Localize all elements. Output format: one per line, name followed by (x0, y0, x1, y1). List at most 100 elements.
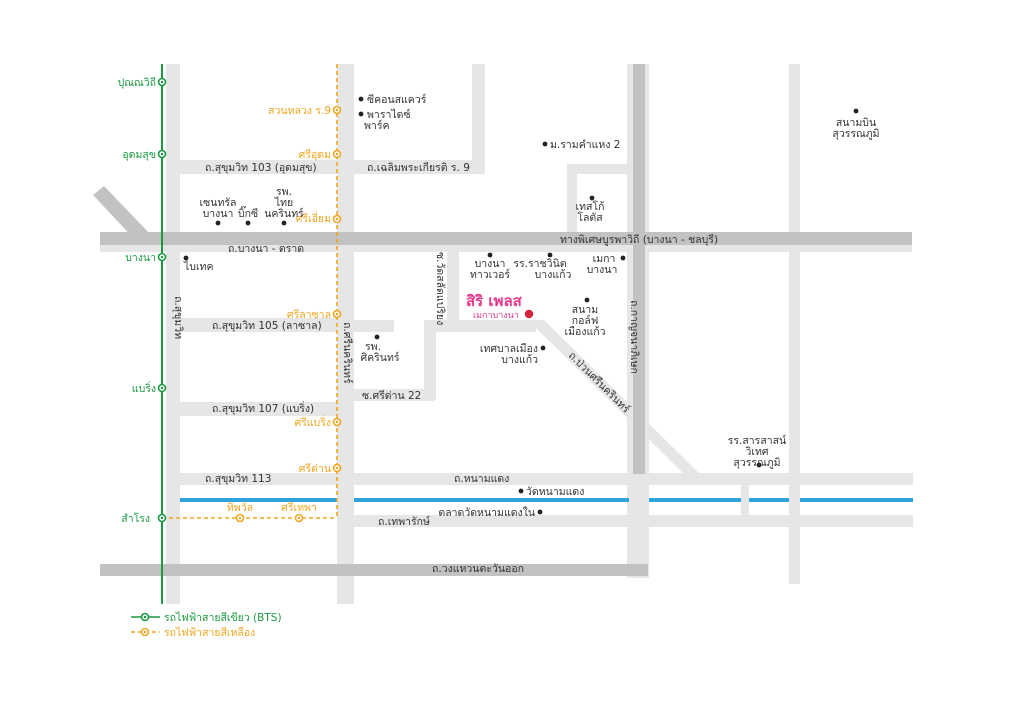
legend: รถไฟฟ้าสายสีเขียว (BTS) รถไฟฟ้าสายสีเหลื… (131, 611, 282, 639)
svg-text:ทาวเวอร์: ทาวเวอร์ (470, 268, 511, 281)
svg-text:บางแก้ว: บางแก้ว (535, 269, 572, 281)
svg-text:รร.สารสาสน์: รร.สารสาสน์ (728, 434, 787, 447)
yellow-station-si-iam: ศรีเอี่ยม (296, 211, 342, 225)
road-tesco-vertical (567, 164, 577, 232)
project-marker: สิริ เพลส เมกาบางนา (466, 292, 534, 321)
svg-text:ซีคอนสแควร์: ซีคอนสแควร์ (367, 93, 427, 106)
poi-paradise-park: พาราไดซ์ พาร์ค (358, 108, 411, 132)
svg-text:สุวรรณภูมิ: สุวรรณภูมิ (832, 128, 879, 140)
poi-mega-bangna: เมกา บางนา (587, 253, 626, 276)
yellow-station-si-dan: ศรีด่าน (299, 462, 342, 475)
road-soi-105 (180, 318, 337, 332)
svg-text:พาราไดซ์: พาราไดซ์ (367, 108, 411, 121)
bts-station-label: อุดมสุข (122, 149, 156, 161)
svg-text:ศิครินทร์: ศิครินทร์ (360, 351, 399, 364)
svg-text:โลตัส: โลตัส (577, 211, 603, 224)
poi-wat-nam-daeng: วัดหนามแดง (518, 486, 584, 498)
road-label-bangna-trat: ถ.บางนา - ตราด (228, 243, 304, 255)
canal-segment (649, 498, 741, 502)
legend-bts-label: รถไฟฟ้าสายสีเขียว (BTS) (164, 611, 282, 624)
road-label-sridan-22: ซ.ศรีด่าน 22 (362, 389, 421, 402)
road-label-srinakarin: ถ.ศรีนครินทร์ (341, 322, 354, 384)
yellow-station-label: ศรีเอี่ยม (296, 211, 331, 225)
road-label-soi-107: ถ.สุขุมวิท 107 (แบริ่ง) (212, 401, 314, 415)
project-location-pin (524, 309, 534, 319)
canal-segment (354, 498, 629, 502)
poi-sikarin-hospital: รพ. ศิครินทร์ (360, 334, 400, 364)
yellow-station-label: ศรีอุดม (299, 148, 331, 161)
svg-text:วิเทศ: วิเทศ (745, 446, 769, 458)
road-sridan-22 (354, 389, 434, 401)
yellow-line (162, 64, 338, 519)
road-srinakarin-vertical (337, 64, 354, 604)
bts-station-punnawithi: ปุณณวิถี (118, 76, 167, 89)
project-subtitle: เมกาบางนา (473, 311, 519, 321)
svg-text:ม.รามคำแหง 2: ม.รามคำแหง 2 (550, 139, 620, 151)
svg-text:เทศบาลเมือง: เทศบาลเมือง (480, 342, 538, 355)
legend-bts: รถไฟฟ้าสายสีเขียว (BTS) (131, 611, 282, 624)
road-label-expressway: ทางพิเศษบูรพาวิถี (บางนา - ชลบุรี) (560, 233, 718, 246)
road-expressway (100, 232, 912, 245)
poi-bitec: ไบเทค (183, 255, 213, 273)
svg-text:ตลาดวัดหนามแดงใน: ตลาดวัดหนามแดงใน (438, 506, 535, 519)
poi-ramkhamhaeng: ม.รามคำแหง 2 (542, 139, 620, 151)
svg-text:บางนา: บางนา (475, 258, 506, 270)
road-puan-srinakarin (528, 320, 700, 474)
major-roads (93, 64, 912, 576)
yellow-station-label: สวนหลวง ร.9 (268, 105, 331, 117)
poi-seacon-square: ซีคอนสแควร์ (358, 93, 427, 106)
yellow-station-suan-luang: สวนหลวง ร.9 (268, 105, 342, 117)
svg-text:วัดหนามแดง: วัดหนามแดง (526, 486, 584, 498)
svg-text:รพ.: รพ. (365, 341, 381, 353)
project-name: สิริ เพลส (466, 292, 523, 310)
road-label-nam-daeng: ถ.หนามแดง (454, 473, 509, 485)
yellow-stations: สวนหลวง ร.9 ศรีอุดม ศรีเอี่ยม ศรีลาซาล ศ… (227, 105, 342, 523)
svg-text:สนาม: สนาม (572, 304, 598, 316)
bts-station-label: สำโรง (121, 512, 150, 525)
road-chaloem (354, 160, 485, 174)
road-east-vertical (789, 64, 800, 584)
svg-text:กอล์ฟ: กอล์ฟ (572, 314, 599, 327)
poi-sarasas-school: รร.สารสาสน์ วิเทศ สุวรรณภูมิ (728, 434, 787, 469)
svg-text:สุวรรณภูมิ: สุวรรณภูมิ (733, 457, 780, 469)
yellow-station-label: ศรีด่าน (299, 462, 331, 475)
poi-airport: สนามบิน สุวรรณภูมิ (832, 108, 880, 140)
road-soi-105-east (354, 320, 394, 332)
canal-segment (180, 498, 337, 502)
svg-text:รร.ราชวินิต: รร.ราชวินิต (513, 258, 566, 270)
svg-text:พาร์ค: พาร์ค (364, 119, 389, 132)
road-expressway-ramp (93, 186, 152, 243)
road-wat-salud-lower (424, 320, 436, 400)
svg-text:เซนทรัล: เซนทรัล (200, 197, 237, 209)
road-label-sukhumvit: ถ.สุขุมวิท (172, 296, 184, 339)
svg-text:บางแก้ว: บางแก้ว (501, 354, 538, 366)
svg-text:เมืองแก้ว: เมืองแก้ว (565, 325, 606, 338)
yellow-station-si-bearing: ศรีแบริ่ง (294, 415, 342, 429)
bts-station-label: บางนา (125, 252, 156, 264)
poi-bangna-tower: บางนา ทาวเวอร์ (470, 252, 511, 281)
bts-station-label: ปุณณวิถี (118, 76, 156, 89)
poi-central-bangna: เซนทรัล บางนา (200, 197, 237, 226)
road-label-theparak: ถ.เทพารักษ์ (378, 515, 430, 528)
road-tesco-horizontal (567, 164, 633, 174)
yellow-station-thipphawan: ทิพวัล (227, 502, 253, 523)
poi-nam-daeng-market: ตลาดวัดหนามแดงใน (438, 506, 543, 519)
poi-golf-course: สนาม กอล์ฟ เมืองแก้ว (565, 297, 606, 338)
road-sukhumvit-vertical (166, 64, 180, 604)
road-wat-salud-upper (447, 246, 459, 326)
yellow-station-label: ศรีแบริ่ง (294, 415, 331, 429)
yellow-station-si-udom: ศรีอุดม (299, 148, 342, 161)
bts-station-bearing: แบริ่ง (132, 381, 167, 395)
road-label-wat-salud: ซ.วัดสลัดแปริยง (434, 252, 446, 325)
yellow-station-label: ทิพวัล (227, 502, 253, 514)
road-soi-103 (180, 160, 337, 174)
legend-yellow-label: รถไฟฟ้าสายสีเหลือง (164, 626, 255, 639)
minor-roads (100, 64, 913, 604)
road-label-ring-east: ถ.วงแหวนตะวันออก (432, 563, 524, 575)
yellow-station-label: ศรีลาซาล (287, 308, 331, 321)
poi-rachavinit-school: รร.ราชวินิต บางแก้ว (513, 252, 572, 281)
svg-text:เทสโก้: เทสโก้ (576, 200, 605, 213)
road-chaloem-vertical (472, 64, 485, 174)
svg-text:ไทย: ไทย (274, 196, 293, 209)
